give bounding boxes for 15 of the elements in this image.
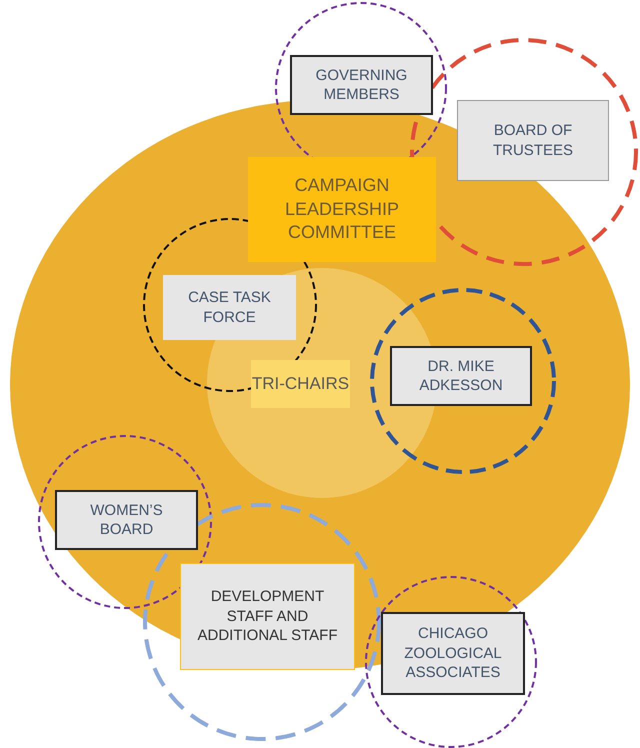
group-name: TRI-CHAIRS [252, 372, 350, 395]
tri-chairs-box [251, 360, 350, 408]
group-name: DEVELOPMENT STAFF AND ADDITIONAL STAFF [196, 587, 338, 646]
group-name: GOVERNING MEMBERS [314, 66, 408, 104]
group-name: BOARD OF TRUSTEES [492, 121, 574, 160]
committee-box [248, 157, 436, 262]
group-name: WOMEN’S BOARD [89, 500, 164, 540]
group-name: DR. MIKE ADKESSON [418, 356, 504, 396]
group-name: CHICAGO ZOOLOGICAL ASSOCIATES [403, 624, 503, 683]
group-box [381, 612, 525, 695]
group-name: CASE TASK FORCE [187, 288, 272, 327]
group-box [390, 346, 532, 406]
group-name: CAMPAIGN LEADERSHIP COMMITTEE [284, 174, 400, 244]
group-box [163, 275, 296, 340]
group-box [290, 55, 433, 115]
